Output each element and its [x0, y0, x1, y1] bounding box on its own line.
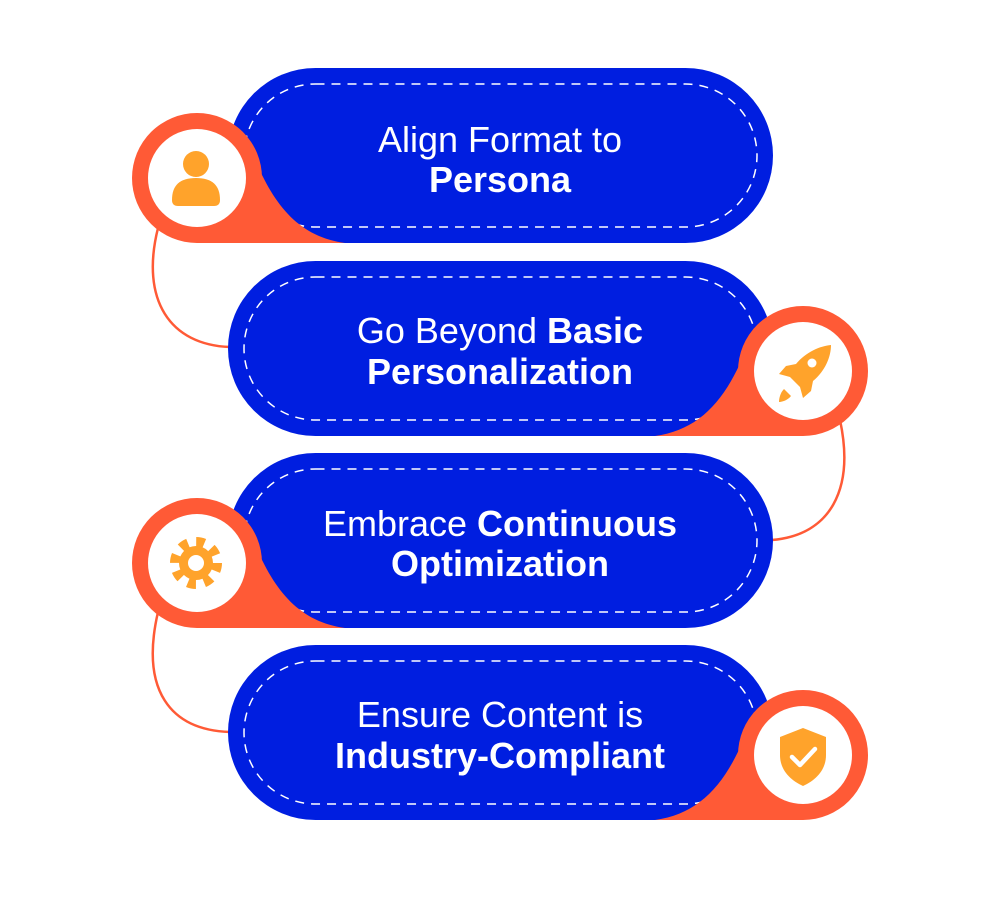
step-title-line2: Personalization: [367, 351, 633, 392]
step-pill: [228, 453, 773, 628]
rocket-icon: [779, 345, 831, 402]
pin-marker: [655, 690, 868, 820]
step-4: Ensure Content is Industry-Compliant: [228, 645, 868, 820]
gear-icon: [170, 537, 222, 589]
shield-check-icon: [780, 728, 826, 786]
step-title-line1: Go Beyond Basic: [357, 310, 643, 351]
step-1: Align Format to Persona: [132, 68, 773, 243]
pin-marker: [132, 498, 345, 628]
connector-line: [771, 419, 846, 542]
step-title-line1: Embrace Continuous: [323, 503, 677, 544]
step-pill: [228, 68, 773, 243]
step-title-line1: Align Format to: [378, 119, 622, 160]
step-title-line2: Optimization: [391, 543, 609, 584]
step-title-line2: Industry-Compliant: [335, 735, 665, 776]
step-title-line2: Persona: [429, 159, 572, 200]
person-icon: [172, 151, 220, 206]
connector-line: [151, 227, 231, 349]
pin-marker: [655, 306, 868, 436]
step-title-line1: Ensure Content is: [357, 694, 643, 735]
step-2: Go Beyond Basic Personalization: [228, 261, 868, 436]
step-pill: [228, 645, 773, 820]
step-pill: [228, 261, 773, 436]
step-3: Embrace Continuous Optimization: [132, 453, 773, 628]
connector-line: [151, 611, 231, 734]
pin-marker: [132, 113, 345, 243]
